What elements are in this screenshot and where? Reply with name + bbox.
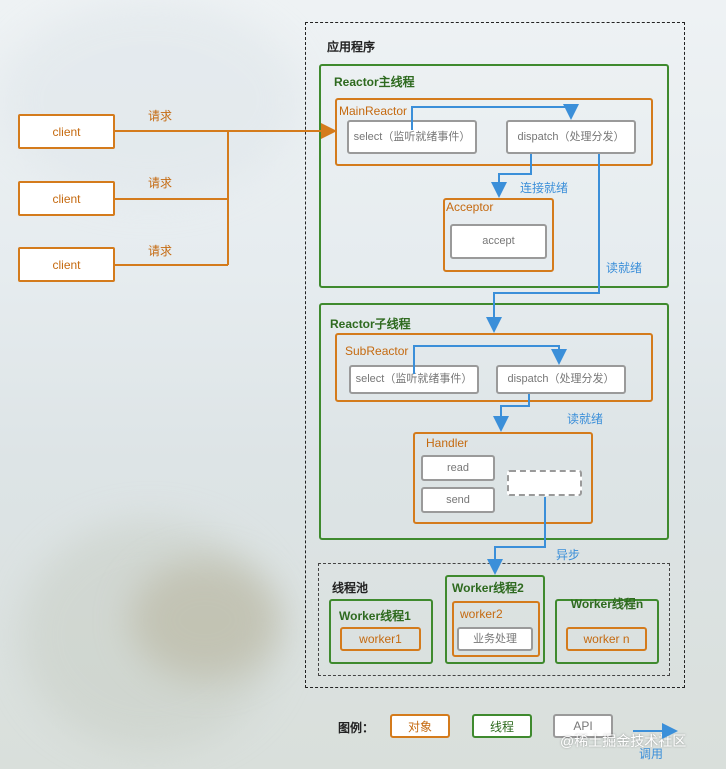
legend-call-label: 调用 [639, 747, 664, 761]
reactor-main-thread-title: Reactor主线程 [334, 75, 415, 89]
acceptor-title: Acceptor [446, 200, 494, 214]
legend-api: API [553, 714, 613, 738]
worker-thread-1-title: Worker线程1 [339, 609, 411, 623]
legend-object: 对象 [390, 714, 450, 738]
workern-box: worker n [566, 627, 647, 651]
request-label-1: 请求 [148, 109, 173, 123]
worker2-box [452, 601, 540, 657]
async-label: 异步 [556, 548, 581, 562]
sub-reactor-title: SubReactor [345, 344, 409, 358]
request-label-3: 请求 [148, 244, 173, 258]
main-dispatch-box: dispatch（处理分发） [506, 120, 636, 154]
sub-select-box: select（监听就绪事件） [349, 365, 479, 394]
client-box-1: client [18, 114, 115, 149]
worker-thread-2 [445, 575, 545, 664]
worker-thread-n-title: Worker线程n [570, 597, 644, 611]
worker-thread-n [555, 599, 659, 664]
connect-ready-label: 连接就绪 [520, 181, 569, 195]
watermark: @稀土掘金技术社区 [560, 733, 687, 749]
legend-title: 图例： [338, 721, 375, 735]
sub-reactor-box [335, 333, 653, 402]
client-box-3: client [18, 247, 115, 282]
application-container [305, 22, 685, 688]
read-ready-label-2: 读就绪 [567, 412, 604, 426]
thread-pool-title: 线程池 [332, 581, 369, 595]
worker1-box: worker1 [340, 627, 421, 651]
application-title: 应用程序 [327, 40, 376, 54]
worker-thread-1 [329, 599, 433, 664]
accept-box: accept [450, 224, 547, 259]
sub-dispatch-box: dispatch（处理分发） [496, 365, 626, 394]
main-reactor-title: MainReactor [339, 104, 408, 118]
send-box: send [421, 487, 495, 513]
worker2-title: worker2 [460, 607, 503, 621]
worker-thread-2-title: Worker线程2 [452, 581, 524, 595]
read-box: read [421, 455, 495, 481]
request-label-2: 请求 [148, 176, 173, 190]
main-select-box: select（监听就绪事件） [347, 120, 477, 154]
async-placeholder-box [507, 470, 582, 496]
business-box: 业务处理 [457, 627, 533, 651]
client-box-2: client [18, 181, 115, 216]
reactor-sub-thread-title: Reactor子线程 [330, 317, 411, 331]
legend-thread: 线程 [472, 714, 532, 738]
read-ready-label-1: 读就绪 [606, 261, 643, 275]
handler-title: Handler [426, 436, 469, 450]
